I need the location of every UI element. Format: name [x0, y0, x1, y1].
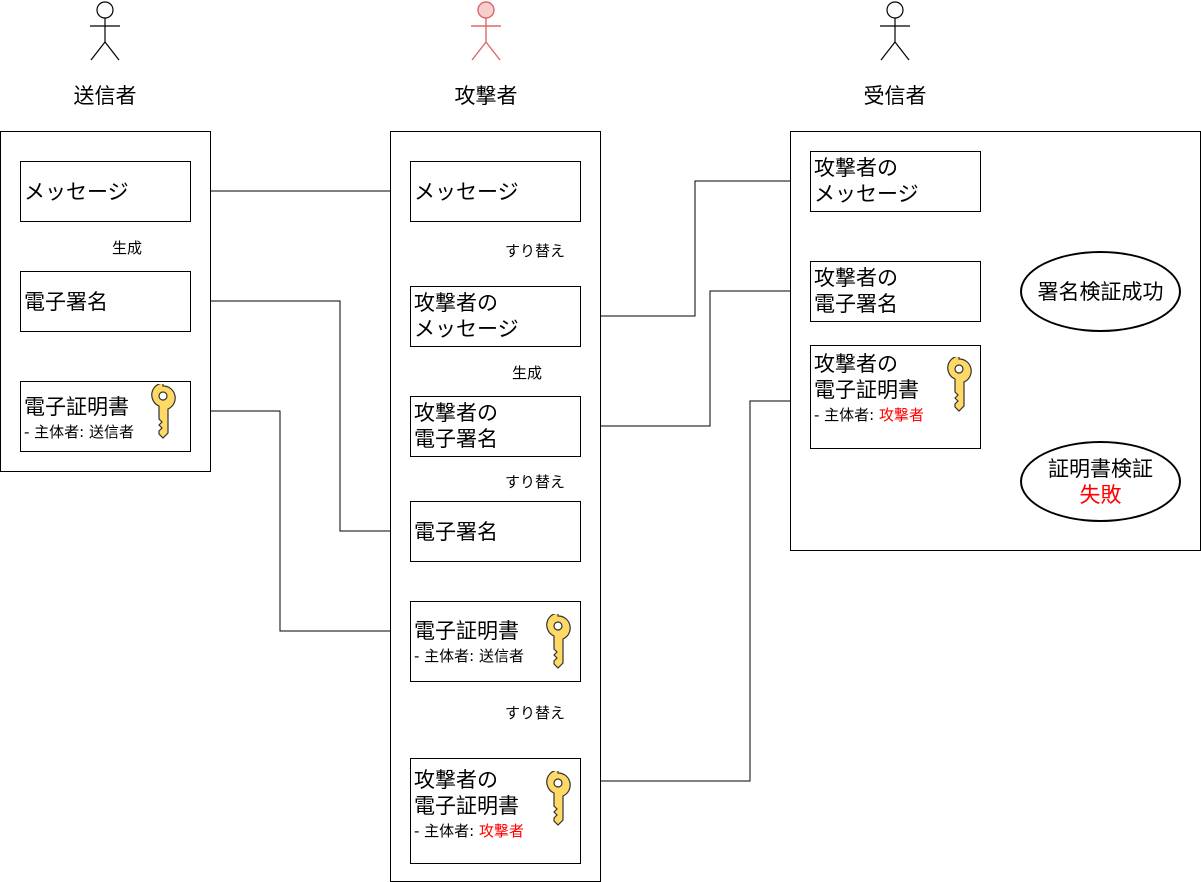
subject-prefix: - 主体者: — [414, 822, 480, 840]
subject-value: 攻撃者 — [879, 406, 925, 424]
subject-value: 攻撃者 — [479, 822, 525, 840]
key-icon — [151, 384, 176, 439]
edge-attacker-message-to-receiver — [581, 177, 809, 317]
attacker-received-signature-node[interactable]: 電子署名 — [410, 501, 581, 562]
certificate-result-line1: 証明書検証 — [1048, 456, 1153, 481]
receiver-signature-line2: 電子署名 — [814, 292, 898, 316]
sender-message-text: メッセージ — [24, 179, 129, 204]
key-icon — [546, 614, 571, 669]
edge-attacker-signature-to-receiver — [581, 287, 809, 427]
attacker-signature-node[interactable]: 攻撃者の 電子署名 — [410, 396, 581, 457]
actor-attacker-icon — [471, 1, 501, 61]
certificate-result-line2: 失敗 — [1079, 482, 1122, 507]
actor-receiver-icon — [880, 1, 910, 61]
subject-value: 送信者 — [89, 423, 135, 441]
attacker-certificate-subject: - 主体者: 攻撃者 — [414, 821, 577, 841]
edge-attacker-certificate-to-receiver — [581, 397, 809, 782]
sender-certificate-title: 電子証明書 — [24, 395, 129, 419]
attacker-received-certificate-subject: - 主体者: 送信者 — [414, 646, 577, 666]
actor-attacker-label: 攻撃者 — [454, 84, 518, 108]
key-icon — [947, 357, 972, 412]
attacker-received-signature-text: 電子署名 — [414, 519, 498, 544]
actor-sender-icon — [90, 1, 120, 61]
attacker-signature-line2: 電子署名 — [414, 427, 498, 451]
subject-prefix: - 主体者: — [814, 406, 880, 424]
certificate-verification-result[interactable]: 証明書検証 失敗 — [1020, 441, 1181, 522]
receiver-signature-line1: 攻撃者の — [814, 266, 898, 290]
receiver-certificate-line2: 電子証明書 — [814, 378, 919, 402]
edge-sender-signature-to-attacker — [191, 300, 409, 535]
attacker-signature-line1: 攻撃者の — [414, 401, 498, 425]
sender-certificate-subject: - 主体者: 送信者 — [24, 422, 187, 442]
signature-result-text: 署名検証成功 — [1037, 279, 1164, 304]
attacker-received-message-node[interactable]: メッセージ — [410, 161, 581, 222]
attacker-certificate-line1: 攻撃者の — [414, 768, 498, 792]
sender-message-node[interactable]: メッセージ — [20, 161, 191, 222]
edge-label-generate-sender: 生成 — [110, 237, 145, 258]
signature-verification-result[interactable]: 署名検証成功 — [1020, 251, 1181, 332]
receiver-message-node[interactable]: 攻撃者の メッセージ — [810, 151, 981, 212]
key-icon — [546, 771, 571, 826]
attacker-certificate-line2: 電子証明書 — [414, 794, 519, 818]
subject-prefix: - 主体者: — [414, 647, 480, 665]
attacker-message-line2: メッセージ — [414, 317, 519, 341]
receiver-certificate-line1: 攻撃者の — [814, 352, 898, 376]
receiver-message-line2: メッセージ — [814, 182, 919, 206]
attacker-message-node[interactable]: 攻撃者の メッセージ — [410, 286, 581, 347]
receiver-certificate-subject: - 主体者: 攻撃者 — [814, 405, 977, 425]
actor-sender-label: 送信者 — [73, 84, 137, 108]
actor-receiver-label: 受信者 — [863, 84, 927, 108]
sender-signature-node[interactable]: 電子署名 — [20, 271, 191, 332]
receiver-message-line1: 攻撃者の — [814, 156, 898, 180]
receiver-signature-node[interactable]: 攻撃者の 電子署名 — [810, 261, 981, 322]
sender-signature-text: 電子署名 — [24, 289, 108, 314]
edge-sender-certificate-to-attacker — [191, 410, 409, 635]
edge-label-replace-certificate: すり替え — [503, 702, 568, 723]
edge-label-replace-message: すり替え — [503, 240, 568, 261]
attacker-message-line1: 攻撃者の — [414, 291, 498, 315]
subject-prefix: - 主体者: — [24, 423, 90, 441]
edge-label-generate-attacker: 生成 — [510, 362, 545, 383]
subject-value: 送信者 — [479, 647, 525, 665]
attacker-received-certificate-title: 電子証明書 — [414, 619, 519, 643]
edge-label-replace-signature: すり替え — [503, 471, 568, 492]
attacker-received-message-text: メッセージ — [414, 179, 519, 204]
